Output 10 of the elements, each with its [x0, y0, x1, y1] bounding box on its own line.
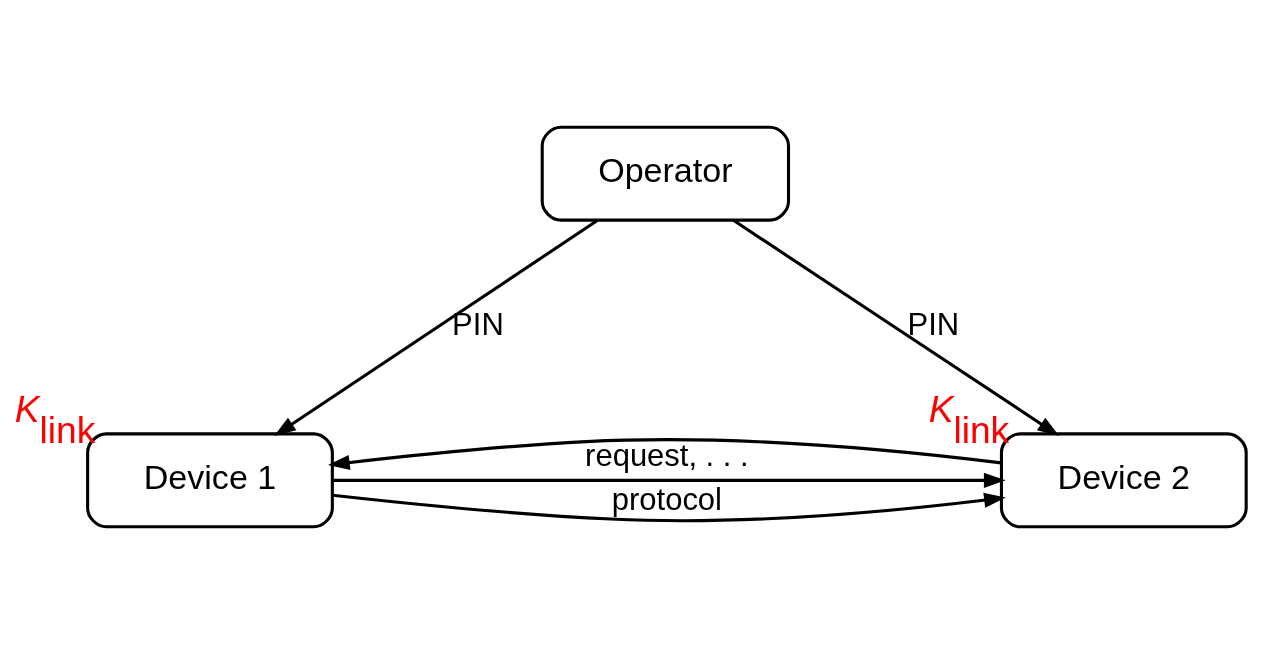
- edge-label: request, . . .: [585, 437, 749, 473]
- arrow: [332, 472, 1006, 488]
- arrow: [274, 218, 599, 436]
- arrow: [732, 218, 1060, 436]
- node-box: Operator: [540, 125, 791, 222]
- edge-label: protocol: [611, 481, 722, 517]
- arrow: [332, 492, 1006, 522]
- arrow: [328, 437, 1002, 470]
- edge-label: PIN: [907, 306, 960, 342]
- edge-label: PIN: [452, 306, 504, 342]
